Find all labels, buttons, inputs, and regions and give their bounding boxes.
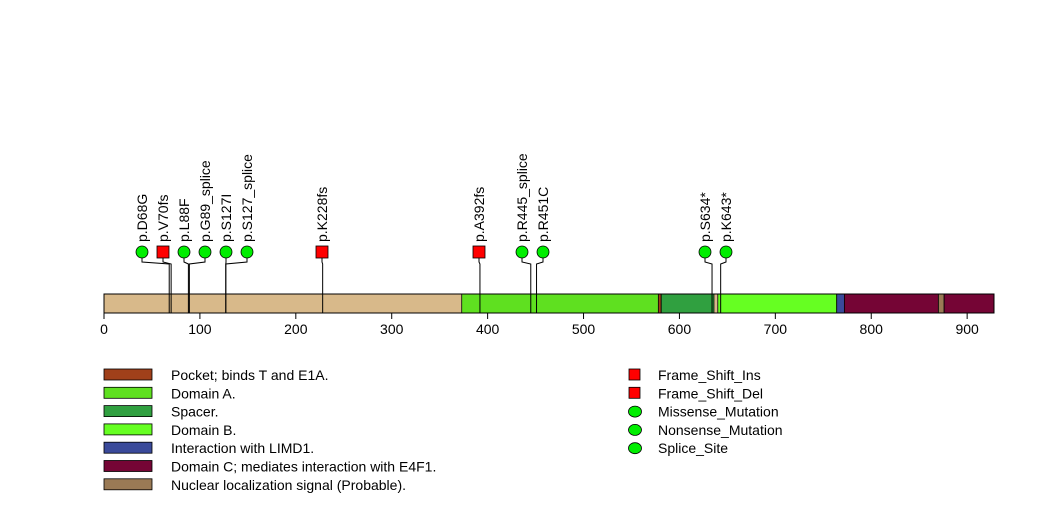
x-tick-label: 800 <box>860 321 884 337</box>
legend-swatch <box>103 423 153 436</box>
legend-label: Frame_Shift_Del <box>658 385 763 401</box>
frameshift-marker <box>315 245 329 259</box>
mutation-label: p.D68G <box>134 194 150 242</box>
mutation-label: p.S127I <box>218 194 234 242</box>
mutation-label: p.S634* <box>697 192 713 242</box>
legend-swatch <box>103 405 153 418</box>
domain-segment <box>717 293 838 314</box>
mutation-label: p.K228fs <box>314 187 330 242</box>
legend-label: Missense_Mutation <box>658 404 779 420</box>
legend-swatch <box>103 441 153 454</box>
domain-segment <box>843 293 939 314</box>
legend-label: Frame_Shift_Ins <box>658 367 761 383</box>
domain-segment <box>937 293 945 314</box>
x-tick-label: 600 <box>668 321 692 337</box>
x-tick-label: 200 <box>284 321 308 337</box>
mutation-label: p.S127_splice <box>239 154 255 242</box>
legend-label: Domain C; mediates interaction with E4F1… <box>171 459 436 475</box>
legend-label: Domain B. <box>171 422 236 438</box>
mutation-marker <box>719 245 733 259</box>
legend-swatch <box>103 368 153 381</box>
legend-circle-icon <box>628 423 642 436</box>
frameshift-marker <box>472 245 486 259</box>
mutation-label: p.K643* <box>718 192 734 242</box>
x-tick-label: 400 <box>476 321 500 337</box>
mutation-marker <box>177 245 191 259</box>
mutation-marker <box>219 245 233 259</box>
frameshift-marker <box>156 245 170 259</box>
mutation-marker <box>698 245 712 259</box>
mutation-marker <box>536 245 550 259</box>
legend-label: Spacer. <box>171 404 218 420</box>
legend-swatch <box>103 460 153 472</box>
legend-circle-icon <box>628 405 642 418</box>
mutation-label: p.V70fs <box>155 195 171 242</box>
legend-label: Nonsense_Mutation <box>658 422 783 438</box>
x-tick-label: 700 <box>764 321 788 337</box>
domain-segment <box>836 293 845 314</box>
mutation-label: p.A392fs <box>471 187 487 242</box>
legend-square-icon <box>628 386 641 399</box>
domain-segment <box>660 293 715 314</box>
x-tick-label: 500 <box>572 321 596 337</box>
legend-label: Nuclear localization signal (Probable). <box>171 477 406 493</box>
mutation-marker <box>198 245 212 259</box>
mutation-marker <box>240 245 254 259</box>
mutation-label: p.L88F <box>176 198 192 242</box>
mutation-label: p.R445_splice <box>514 153 530 242</box>
domain-segment <box>943 293 995 314</box>
mutation-label: p.R451C <box>535 187 551 242</box>
legend-label: Pocket; binds T and E1A. <box>171 367 328 383</box>
legend-label: Domain A. <box>171 385 236 401</box>
x-tick-label: 100 <box>188 321 212 337</box>
mutation-marker <box>515 245 529 259</box>
x-tick-label: 0 <box>100 321 108 337</box>
domain-segment <box>657 293 662 314</box>
legend-square-icon <box>628 368 641 381</box>
x-tick-label: 300 <box>380 321 404 337</box>
legend-label: Interaction with LIMD1. <box>171 440 314 456</box>
legend-label: Splice_Site <box>658 440 728 456</box>
x-tick-label: 900 <box>955 321 979 337</box>
legend-swatch <box>103 386 153 399</box>
mutation-marker <box>135 245 149 259</box>
legend-swatch <box>103 478 153 491</box>
legend-circle-icon <box>628 442 642 455</box>
domain-segment <box>461 293 660 314</box>
mutation-label: p.G89_splice <box>197 160 213 242</box>
